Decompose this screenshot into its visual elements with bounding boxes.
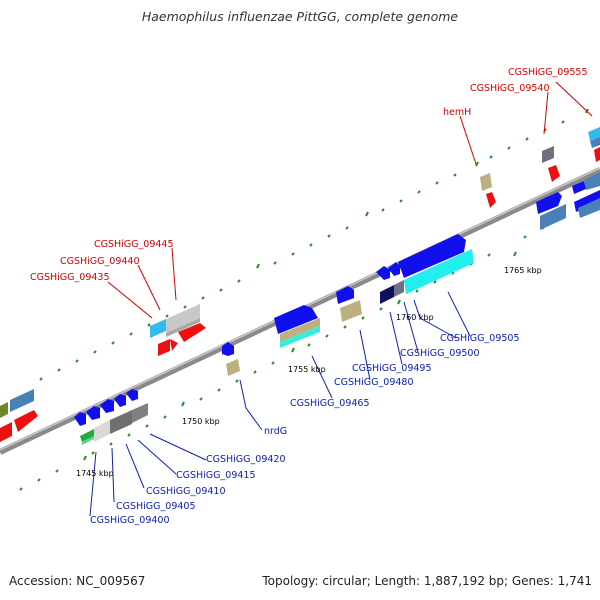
gene-label-09540: CGSHiGG_09540 bbox=[470, 83, 550, 94]
scale-label-1750: 1750 kbp bbox=[182, 417, 220, 426]
lower-leader-lines bbox=[89, 291, 471, 517]
tick-marks bbox=[19, 108, 589, 491]
upper-leader-lines bbox=[107, 81, 593, 319]
map-title: Haemophilus influenzae PittGG, complete … bbox=[141, 9, 459, 24]
gene-label-09505: CGSHiGG_09505 bbox=[440, 333, 520, 344]
gene-label-09555: CGSHiGG_09555 bbox=[508, 67, 588, 78]
gene-cluster-09480[interactable] bbox=[336, 286, 362, 322]
scale-label-1760: 1760 kbp bbox=[396, 313, 434, 322]
gene-label-hemH: hemH bbox=[443, 107, 471, 118]
gene-label-09405: CGSHiGG_09405 bbox=[116, 501, 196, 512]
accession-text: Accession: NC_009567 bbox=[9, 574, 146, 588]
gene-cluster-09540[interactable] bbox=[536, 127, 600, 230]
gene-label-09435: CGSHiGG_09435 bbox=[30, 272, 110, 283]
gene-label-09420: CGSHiGG_09420 bbox=[206, 454, 286, 465]
scale-label-1765: 1765 kbp bbox=[504, 266, 542, 275]
gene-hemH[interactable] bbox=[480, 173, 496, 208]
genome-stats-text: Topology: circular; Length: 1,887,192 bp… bbox=[262, 574, 592, 588]
scale-label-1745: 1745 kbp bbox=[76, 469, 114, 478]
gene-label-09495: CGSHiGG_09495 bbox=[352, 363, 432, 374]
gene-nrdG[interactable] bbox=[222, 342, 240, 376]
scale-labels: 1745 kbp 1750 kbp 1755 kbp 1760 kbp 1765… bbox=[76, 266, 542, 478]
gene-label-09440: CGSHiGG_09440 bbox=[60, 256, 140, 267]
gene-label-09445: CGSHiGG_09445 bbox=[94, 239, 174, 250]
lower-gene-labels[interactable]: CGSHiGG_09400 CGSHiGG_09405 CGSHiGG_0941… bbox=[90, 333, 520, 526]
upper-gene-labels[interactable]: CGSHiGG_09435 CGSHiGG_09440 CGSHiGG_0944… bbox=[30, 67, 588, 283]
gene-cluster-09435[interactable] bbox=[150, 304, 206, 356]
gene-cluster-09465[interactable] bbox=[274, 305, 320, 348]
gene-cluster-09495[interactable] bbox=[376, 234, 474, 304]
gene-label-09400: CGSHiGG_09400 bbox=[90, 515, 170, 526]
gene-label-09465: CGSHiGG_09465 bbox=[290, 398, 370, 409]
left-edge-genes[interactable] bbox=[0, 389, 38, 442]
gene-label-09480: CGSHiGG_09480 bbox=[334, 377, 414, 388]
scale-label-1755: 1755 kbp bbox=[288, 365, 326, 374]
gene-label-09410: CGSHiGG_09410 bbox=[146, 486, 226, 497]
gene-label-09500: CGSHiGG_09500 bbox=[400, 348, 480, 359]
gene-label-09415: CGSHiGG_09415 bbox=[176, 470, 256, 481]
gene-cluster-09400[interactable] bbox=[74, 389, 148, 445]
gene-label-nrdG: nrdG bbox=[264, 426, 287, 437]
